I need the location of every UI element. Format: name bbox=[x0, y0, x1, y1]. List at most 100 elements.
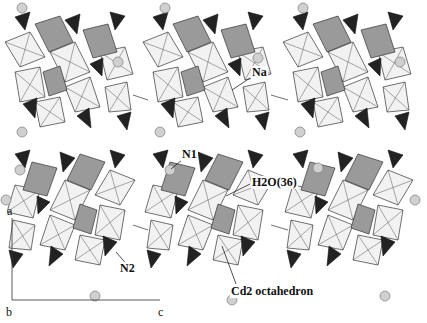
polyhedron-edge bbox=[203, 180, 213, 220]
polyhedron-edge bbox=[105, 87, 131, 110]
atom-sphere bbox=[160, 3, 170, 13]
polyhedron-edge bbox=[13, 220, 31, 250]
polyhedron-edge bbox=[383, 87, 409, 110]
polyhedron-edge bbox=[40, 225, 75, 245]
octahedron bbox=[353, 235, 383, 265]
polyhedron-edge bbox=[343, 42, 353, 82]
tetrahedron bbox=[147, 250, 161, 268]
axis-label: b bbox=[5, 306, 13, 319]
tetrahedron bbox=[110, 12, 125, 30]
polyhedron-edge bbox=[213, 77, 228, 112]
tetrahedron bbox=[293, 12, 308, 30]
leader-lines bbox=[116, 78, 250, 284]
octahedron bbox=[233, 205, 263, 240]
octahedron bbox=[181, 66, 205, 96]
polyhedron-edge bbox=[387, 82, 405, 112]
polyhedron-edge bbox=[358, 235, 378, 265]
polyhedron-edge bbox=[188, 215, 203, 250]
bond-line bbox=[271, 95, 288, 100]
octahedron bbox=[161, 162, 195, 196]
tetrahedron bbox=[65, 14, 80, 34]
tetrahedron bbox=[77, 108, 91, 128]
polyhedron-edge bbox=[109, 82, 127, 112]
octahedron bbox=[213, 235, 243, 265]
polyhedron-edge bbox=[40, 97, 60, 127]
atom-sphere bbox=[17, 127, 27, 137]
tetrahedron bbox=[153, 12, 168, 30]
octahedron bbox=[221, 24, 255, 58]
octahedron bbox=[318, 215, 353, 250]
octahedron bbox=[373, 170, 413, 205]
polyhedron-edge bbox=[9, 225, 35, 248]
tetrahedron bbox=[15, 12, 30, 30]
atom-sphere bbox=[298, 3, 308, 13]
tetrahedron bbox=[388, 12, 403, 30]
polyhedron-edge bbox=[298, 67, 318, 102]
octahedron bbox=[65, 77, 100, 112]
octahedron bbox=[23, 162, 57, 196]
tetrahedron bbox=[117, 112, 131, 130]
atom-sphere bbox=[295, 127, 305, 137]
tetrahedron bbox=[103, 236, 117, 256]
atom-sphere bbox=[90, 291, 100, 301]
octahedron bbox=[35, 97, 65, 127]
atom-label: H2O(36) bbox=[251, 176, 298, 189]
tetrahedron bbox=[315, 196, 328, 214]
octahedron bbox=[43, 66, 67, 96]
atom-sphere bbox=[17, 3, 27, 13]
octahedron bbox=[73, 204, 97, 234]
polyhedron-edge bbox=[287, 225, 313, 248]
octahedron bbox=[15, 67, 45, 102]
octahedron bbox=[243, 82, 269, 112]
octahedron bbox=[373, 205, 403, 240]
tetrahedron bbox=[327, 246, 341, 266]
tetrahedron bbox=[187, 246, 201, 266]
tetrahedron bbox=[9, 250, 23, 268]
tetrahedron bbox=[215, 108, 229, 128]
octahedron bbox=[5, 32, 45, 67]
polyhedron-edge bbox=[75, 77, 90, 112]
octahedron bbox=[9, 220, 35, 250]
tetrahedron bbox=[343, 14, 358, 34]
polyhedron-edge bbox=[20, 32, 30, 67]
tetrahedron bbox=[293, 150, 308, 168]
polyhedron-edge bbox=[65, 87, 100, 107]
octahedron bbox=[321, 66, 345, 96]
octahedron bbox=[203, 77, 238, 112]
octahedron bbox=[283, 32, 323, 67]
polyhedron-edge bbox=[243, 87, 269, 110]
axis-label: c bbox=[157, 306, 164, 319]
octahedron bbox=[383, 82, 409, 112]
tetrahedron bbox=[110, 150, 125, 168]
octahedron bbox=[293, 67, 323, 102]
tetrahedron bbox=[355, 108, 369, 128]
atom-sphere bbox=[380, 291, 390, 301]
polyhedron-edge bbox=[291, 220, 309, 250]
octahedron bbox=[95, 205, 125, 240]
polyhedron-edge bbox=[50, 215, 65, 250]
octahedron bbox=[173, 97, 203, 127]
axis-label: a bbox=[6, 205, 13, 218]
polyhedron-edge bbox=[343, 180, 353, 220]
atom-sphere bbox=[313, 163, 323, 173]
tetrahedron bbox=[248, 12, 263, 30]
octahedron bbox=[83, 24, 117, 58]
tetrahedron bbox=[90, 58, 103, 76]
atom-sphere bbox=[155, 127, 165, 137]
polyhedron-edge bbox=[203, 42, 213, 82]
atom-label: Cd2 octahedron bbox=[230, 285, 314, 298]
octahedron bbox=[147, 220, 173, 250]
tetrahedron bbox=[381, 236, 395, 256]
atom-sphere bbox=[410, 195, 420, 205]
tetrahedron bbox=[368, 58, 381, 76]
atom-sphere bbox=[113, 57, 123, 67]
tetrahedron bbox=[175, 196, 188, 214]
bond-line bbox=[271, 225, 288, 230]
octahedron bbox=[95, 170, 135, 205]
atom-sphere bbox=[15, 165, 25, 175]
tetrahedron bbox=[49, 246, 63, 266]
tetrahedron bbox=[395, 112, 409, 130]
polyhedron-edge bbox=[318, 97, 338, 127]
octahedron bbox=[75, 235, 105, 265]
